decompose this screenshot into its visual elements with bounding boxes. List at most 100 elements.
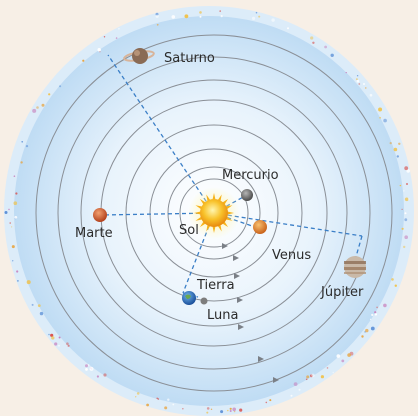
label-saturno: Saturno — [164, 51, 215, 66]
star-dot — [13, 201, 18, 205]
star-dot — [219, 10, 221, 12]
star-dot — [370, 326, 375, 331]
star-dot — [345, 72, 347, 74]
star-dot — [404, 235, 409, 239]
star-dot — [115, 37, 118, 39]
line-marte — [99, 212, 215, 216]
orbit-ring — [80, 79, 348, 347]
label-venus: Venus — [272, 248, 311, 263]
star-dot — [16, 270, 19, 273]
star-dot — [379, 116, 381, 119]
star-dot — [370, 318, 372, 320]
star-dot — [383, 303, 387, 308]
sun-ray — [212, 193, 216, 201]
label-marte: Marte — [75, 226, 113, 241]
star-dot — [356, 75, 359, 77]
star-dot — [404, 166, 409, 171]
star-rim — [4, 10, 411, 414]
planet-venus — [253, 220, 267, 234]
star-dot — [371, 313, 374, 317]
star-dot — [258, 15, 261, 18]
moon-icon — [200, 297, 208, 305]
orbit-ring — [57, 56, 371, 370]
star-dot — [356, 78, 358, 80]
star-dot — [99, 51, 101, 53]
star-dot — [21, 141, 24, 143]
star-dot — [271, 18, 275, 22]
star-dot — [408, 198, 410, 200]
star-dot — [290, 394, 293, 397]
mars-planet-icon — [93, 208, 107, 222]
arrow-icon — [273, 377, 279, 383]
star-dot — [320, 375, 324, 379]
arrow-icon — [258, 356, 264, 362]
star-dot — [85, 364, 88, 368]
star-dot — [326, 367, 329, 369]
star-dot — [54, 342, 58, 346]
star-dot — [41, 103, 45, 107]
arrow-icon — [237, 297, 243, 303]
star-dot — [310, 36, 314, 40]
star-dot — [32, 108, 37, 113]
star-dot — [336, 354, 341, 358]
star-dot — [406, 169, 411, 173]
star-dot — [48, 93, 51, 96]
star-dot — [15, 192, 18, 195]
star-dot — [220, 15, 223, 18]
star-dot — [157, 398, 160, 400]
star-dot — [401, 208, 403, 210]
star-dot — [365, 87, 367, 89]
star-dot — [14, 216, 18, 219]
star-dot — [146, 403, 150, 407]
star-dot — [393, 147, 398, 152]
star-dot — [11, 245, 15, 249]
orbit-ring — [167, 166, 261, 260]
star-dot — [399, 184, 402, 187]
star-dot — [404, 197, 409, 202]
star-dot — [4, 211, 8, 214]
sun-ray — [226, 211, 234, 215]
planet-luna — [200, 297, 208, 305]
star-dot — [103, 36, 106, 38]
star-dot — [358, 83, 361, 85]
star-dot — [229, 410, 232, 412]
sun-ray — [194, 211, 202, 215]
star-dot — [404, 218, 408, 222]
star-dot — [394, 284, 397, 287]
line-saturno — [107, 54, 215, 214]
star-dot — [87, 364, 90, 366]
star-dot — [403, 190, 405, 192]
star-dot — [404, 212, 407, 215]
venus-planet-icon — [253, 220, 267, 234]
star-dot — [311, 373, 315, 377]
star-dot — [287, 27, 289, 30]
star-dot — [26, 280, 31, 285]
star-dot — [59, 85, 62, 88]
star-dot — [391, 278, 394, 281]
star-dot — [330, 53, 334, 57]
star-dot — [85, 368, 88, 371]
orbit-ring-inner — [179, 178, 249, 248]
star-dot — [369, 93, 373, 97]
star-dot — [403, 245, 406, 249]
orbit-ring-outer — [35, 34, 393, 392]
star-dot — [20, 161, 23, 164]
star-dot — [396, 155, 399, 158]
star-dot — [206, 407, 210, 410]
star-dot — [383, 118, 387, 123]
star-dot — [362, 82, 366, 86]
sun-ray — [212, 225, 216, 233]
star-dot — [58, 345, 60, 347]
star-dot — [48, 333, 50, 336]
star-dot — [50, 333, 54, 337]
star-dot — [306, 375, 310, 379]
sun-icon — [200, 199, 228, 227]
star-dot — [252, 16, 256, 20]
planet-tierra — [182, 291, 196, 305]
planet-mercurio — [241, 189, 253, 201]
star-dot — [172, 403, 175, 406]
mercury-planet-icon — [241, 189, 253, 201]
star-dot — [255, 11, 258, 14]
star-dot — [341, 359, 345, 363]
